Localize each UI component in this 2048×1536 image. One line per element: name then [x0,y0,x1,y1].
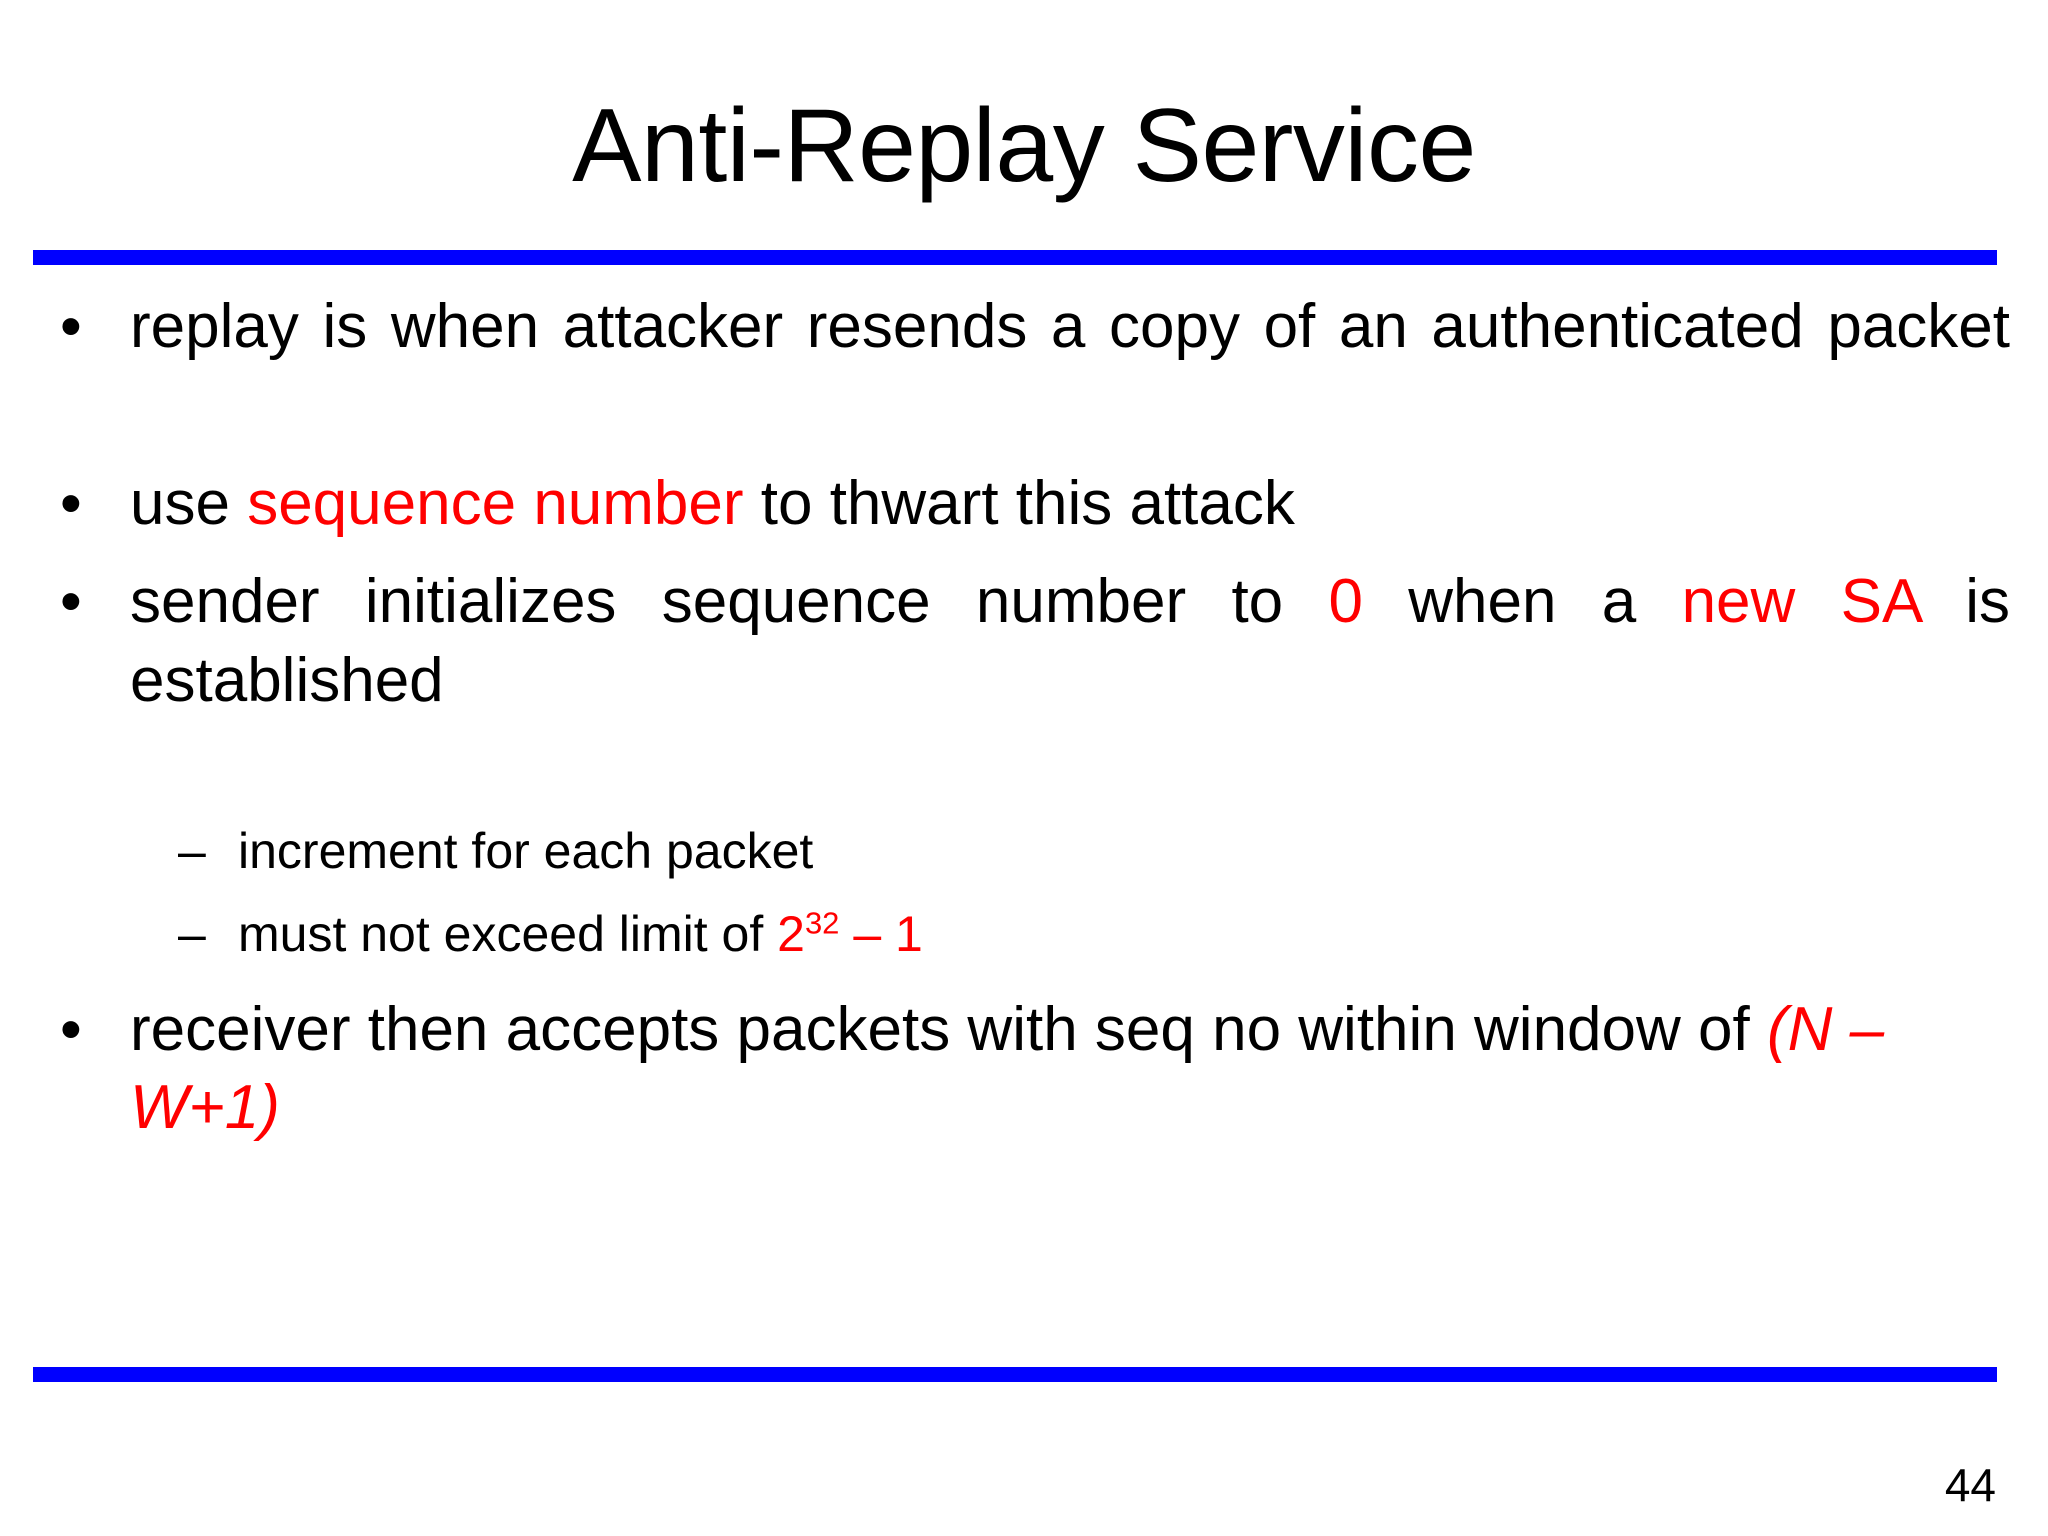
list-item-text: replay is when attacker resends a copy o… [130,292,2010,439]
bullet-marker-icon: • [60,994,82,1064]
text-run: must not exceed limit of [238,905,778,962]
sub-list-item: – must not exceed limit of 232 – 1 [46,902,2010,967]
bottom-divider-rule [33,1367,1997,1382]
list-item-text: receiver then accepts packets with seq n… [130,995,1884,1142]
bullet-marker-icon: • [60,567,82,637]
text-run: replay is when attacker resends a copy o… [130,292,2010,361]
spacer [46,892,2010,902]
list-item: • sender initializes sequence number to … [46,563,2010,798]
spacer [46,553,2010,563]
list-item: • use sequence number to thwart this att… [46,465,2010,543]
list-item: • receiver then accepts packets with seq… [46,991,2010,1148]
text-run: when a [1362,567,1682,637]
page-title: Anti-Replay Service [572,87,1476,204]
text-run-accent: 0 [1328,567,1363,637]
bullet-marker-icon: • [60,292,82,361]
text-run: use [130,468,248,538]
list-item: • replay is when attacker resends a copy… [46,288,2010,445]
text-run-accent: 2 [777,905,805,962]
spacer [46,975,2010,991]
page-number: 44 [1944,1459,1996,1511]
sub-list-item-text: increment for each packet [238,823,813,879]
text-run: sender initializes sequence number to [130,567,1329,637]
spacer [46,455,2010,465]
text-run: to thwart this attack [743,468,1295,538]
bullet-marker-icon: • [60,468,82,538]
list-item-text: sender initializes sequence number to 0 … [130,567,2010,793]
text-run-accent-italic: (N –W+1) [130,994,1885,1142]
superscript-exponent: 32 [804,904,840,940]
spacer [46,809,2010,819]
bullet-list: • replay is when attacker resends a copy… [46,288,2010,1157]
dash-marker-icon: – [178,822,206,879]
list-item-text: use sequence number to thwart this attac… [130,469,1295,538]
top-divider-rule [33,250,1997,265]
title-block: Anti-Replay Service [0,18,2048,274]
sub-list-item-text: must not exceed limit of 232 – 1 [238,906,923,962]
text-run-accent: – 1 [839,905,923,962]
sub-list-item: – increment for each packet [46,819,2010,884]
dash-marker-icon: – [178,905,206,962]
text-run-accent: sequence number [247,468,744,538]
text-run: increment for each packet [238,822,814,879]
text-run: receiver then accepts packets with seq n… [130,994,1767,1064]
text-run: is established [130,567,2011,715]
text-run-accent: new SA [1681,567,1920,637]
